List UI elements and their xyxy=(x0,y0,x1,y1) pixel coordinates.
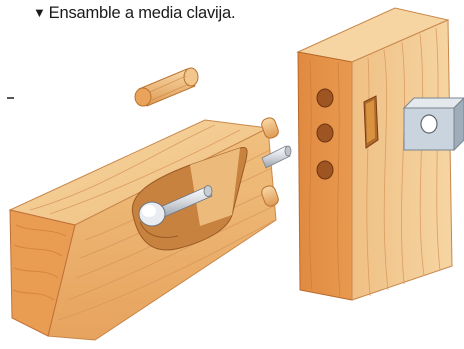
rail-board xyxy=(8,117,292,341)
pocket-pin xyxy=(138,185,213,227)
square-nut xyxy=(402,97,464,152)
caption-marker-icon: ▼ xyxy=(33,5,46,20)
caption-text: Ensamble a media clavija. xyxy=(48,4,236,22)
stile-slot xyxy=(363,95,379,149)
stile-grain-lines xyxy=(366,27,441,297)
stile-board xyxy=(296,7,453,301)
caption: ▼Ensamble a media clavija. xyxy=(33,4,236,23)
rail-dowels xyxy=(261,117,279,207)
stile-holes xyxy=(316,88,334,180)
rail-bolt xyxy=(261,145,292,169)
loose-dowel xyxy=(134,67,199,107)
stile-front-face xyxy=(351,19,453,301)
rail-end-grain-lines xyxy=(12,224,67,301)
rail-end-grain xyxy=(9,209,76,337)
margin-dash xyxy=(7,97,14,99)
